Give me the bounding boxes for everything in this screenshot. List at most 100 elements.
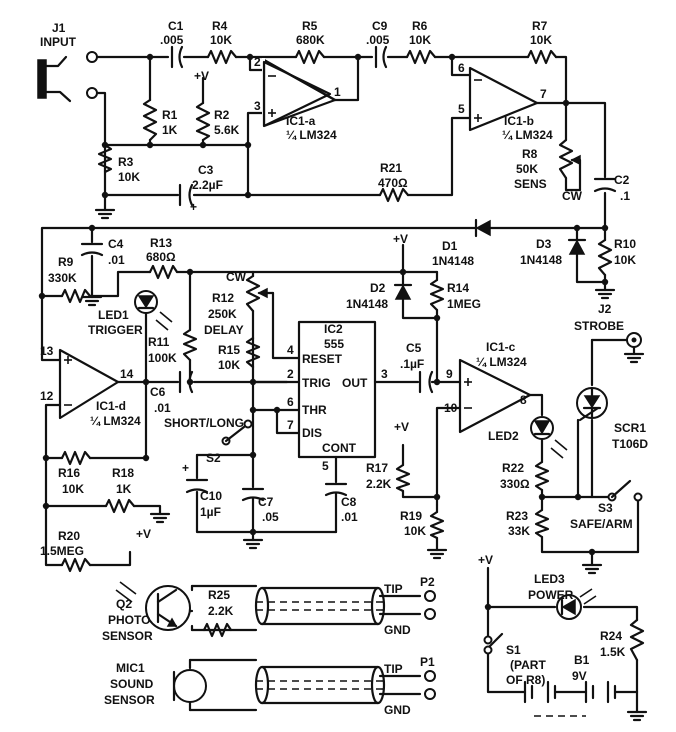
label-p1-gnd: GND — [384, 703, 411, 717]
resistor-r3 — [97, 143, 113, 174]
resistor-r2 — [195, 101, 211, 142]
resistor-r25 — [202, 622, 233, 638]
capacitor-c4 — [80, 242, 104, 257]
label-r3: R3 — [118, 155, 134, 169]
label-r8-sens: SENS — [514, 177, 547, 191]
pin-ic1c-10: 10 — [444, 401, 458, 415]
capacitor-c3 — [178, 183, 194, 207]
label-r10: R10 — [614, 237, 636, 251]
label-r12-cw: CW — [226, 270, 247, 284]
label-r22: R22 — [502, 461, 524, 475]
label-r25-value: 2.2K — [208, 604, 234, 618]
resistor-r6 — [405, 49, 437, 65]
label-r4: R4 — [212, 19, 228, 33]
resistor-r13 — [148, 264, 179, 280]
label-q2-photo: PHOTO — [108, 613, 150, 627]
label-r1: R1 — [162, 108, 178, 122]
label-ic1b: IC1-b — [504, 114, 534, 128]
resistor-r23 — [534, 508, 550, 539]
pin-ic1a-3: 3 — [254, 99, 261, 113]
label-r13-value: 680Ω — [146, 250, 176, 264]
label-led1-trigger: TRIGGER — [88, 323, 143, 337]
battery-b1 — [523, 680, 617, 717]
pin-ic1d-14: 14 — [120, 367, 134, 381]
label-c6-value: .01 — [154, 401, 171, 415]
pin-ic1a-2: 2 — [254, 55, 261, 69]
label-mic1-sound: SOUND — [110, 677, 154, 691]
label-c2: C2 — [614, 173, 630, 187]
label-c7: C7 — [258, 495, 274, 509]
label-c9-value: .005 — [366, 33, 390, 47]
capacitor-c2 — [593, 177, 617, 193]
label-r2-vplus: +V — [194, 69, 209, 83]
label-r2: R2 — [214, 108, 230, 122]
capacitor-c7 — [241, 487, 265, 502]
label-j2: J2 — [598, 302, 612, 316]
cable-p1 — [254, 665, 436, 705]
label-mic1-sensor: SENSOR — [104, 693, 155, 707]
label-r17-value: 2.2K — [366, 477, 392, 491]
label-d3-value: 1N4148 — [520, 253, 562, 267]
component-labels: J1 INPUT C1 .005 R4 10K R5 680K C9 .005 … — [40, 19, 648, 717]
label-ic2-dis: DIS — [302, 426, 322, 440]
label-led2: LED2 — [488, 429, 519, 443]
capacitor-c5 — [418, 370, 434, 394]
label-r13: R13 — [150, 236, 172, 250]
label-r19-value: 10K — [404, 524, 426, 538]
opamp-ic1d — [58, 348, 120, 420]
resistor-r17 — [395, 463, 411, 493]
label-r7: R7 — [532, 19, 548, 33]
label-j1-input: INPUT — [40, 35, 77, 49]
label-r2-value: 5.6K — [214, 123, 240, 137]
label-r25: R25 — [208, 588, 230, 602]
label-c8-value: .01 — [341, 510, 358, 524]
resistor-r5 — [294, 49, 326, 65]
pin-ic2-4: 4 — [287, 343, 294, 357]
label-r24: R24 — [600, 629, 622, 643]
pin-ic1a-1: 1 — [334, 85, 341, 99]
resistor-r14 — [429, 278, 445, 312]
label-c3-plus: + — [190, 200, 197, 214]
label-r8-value: 50K — [516, 162, 538, 176]
resistor-r20 — [60, 557, 92, 573]
resistor-r15 — [245, 336, 261, 369]
label-p1: P1 — [420, 655, 435, 669]
switch-s1 — [483, 632, 504, 655]
label-p2-gnd: GND — [384, 623, 411, 637]
label-r18-value: 1K — [116, 482, 132, 496]
label-c4-value: .01 — [108, 253, 125, 267]
resistor-r24 — [629, 618, 645, 662]
resistor-r10 — [597, 238, 613, 277]
label-c3-value: 2.2µF — [192, 178, 223, 192]
label-c7-value: .05 — [262, 510, 279, 524]
label-d1: D1 — [442, 239, 458, 253]
cable-p2 — [254, 586, 436, 626]
label-c3: C3 — [198, 163, 214, 177]
label-led1: LED1 — [98, 308, 129, 322]
resistor-r1 — [142, 98, 158, 142]
label-p2: P2 — [420, 575, 435, 589]
label-r6: R6 — [412, 19, 428, 33]
label-c10-value: 1µF — [200, 505, 221, 519]
label-p2-tip: TIP — [384, 582, 403, 596]
resistor-r22 — [534, 460, 550, 492]
resistor-r11 — [182, 328, 198, 362]
label-r1-value: 1K — [162, 123, 178, 137]
resistor-r18 — [104, 498, 136, 514]
potentiometer-r8 — [558, 138, 582, 192]
opamp-ic1b — [468, 66, 539, 132]
pin-ic1b-7: 7 — [540, 87, 547, 101]
label-c1: C1 — [168, 19, 184, 33]
resistor-r19 — [429, 510, 445, 540]
label-r12: R12 — [212, 291, 234, 305]
label-r21-value: 470Ω — [378, 176, 408, 190]
resistor-r4 — [206, 49, 238, 65]
label-ic1a: IC1-a — [286, 114, 316, 128]
label-d2: D2 — [370, 281, 386, 295]
label-d2-vplus: +V — [393, 232, 408, 246]
label-r19: R19 — [400, 509, 422, 523]
pin-ic1d-12: 12 — [40, 389, 54, 403]
label-s2: S2 — [206, 451, 221, 465]
label-c5-value: .1µF — [400, 357, 424, 371]
